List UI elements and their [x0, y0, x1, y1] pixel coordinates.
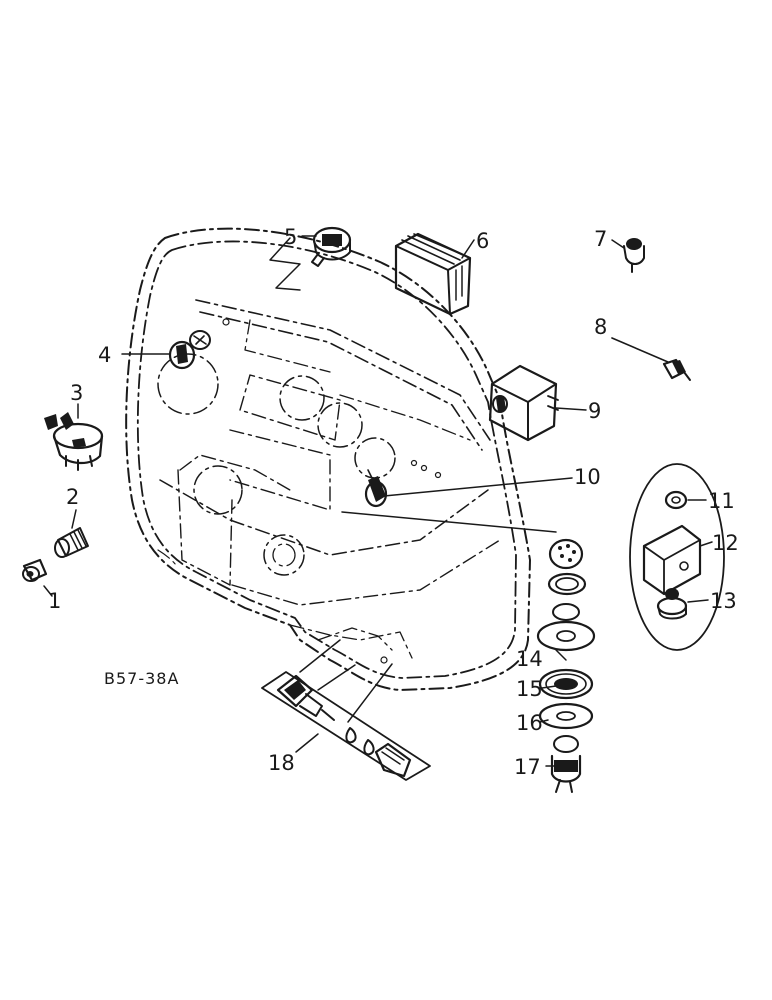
- callout-13: 13: [710, 589, 737, 613]
- callout-2: 2: [66, 485, 79, 509]
- callout-1: 1: [48, 589, 61, 613]
- callout-7: 7: [594, 227, 607, 251]
- callout-6: 6: [476, 229, 489, 253]
- leader-lines: [43, 235, 713, 767]
- detail-group-11-13: [629, 463, 725, 651]
- part-7-indicator: [623, 238, 645, 273]
- callout-10: 10: [574, 465, 601, 489]
- callout-3: 3: [70, 381, 83, 405]
- callout-12: 12: [712, 531, 739, 555]
- callout-5: 5: [284, 225, 297, 249]
- part-1-cap: [22, 558, 48, 582]
- callout-9: 9: [588, 399, 601, 423]
- part-8-sender: [611, 337, 691, 381]
- callout-11: 11: [708, 489, 735, 513]
- callout-15: 15: [516, 677, 543, 701]
- part-9-switch-block: [488, 364, 559, 442]
- callout-labels: 1 2 3 4 5 6 7 8 9 10 11 12 13 14 15 16 1…: [48, 225, 739, 779]
- part-6-module: [394, 232, 472, 316]
- callout-17: 17: [514, 755, 541, 779]
- callout-14: 14: [516, 647, 543, 671]
- part-18-switch-assembly: [261, 639, 431, 781]
- part-3-key-switch: [44, 412, 104, 471]
- callout-18: 18: [268, 751, 295, 775]
- part-4-rotary-switch: [168, 330, 211, 370]
- instrument-panel-outline: [125, 227, 531, 691]
- drawing-reference: B57-38A: [104, 669, 179, 688]
- callout-4: 4: [98, 343, 111, 367]
- part-10-toggle-switch: [364, 469, 388, 508]
- callout-16: 16: [516, 711, 543, 735]
- callout-8: 8: [594, 315, 607, 339]
- part-5-sender: [311, 226, 352, 267]
- lamp-assembly-stack: [341, 511, 596, 793]
- part-2-bulb-socket: [54, 527, 89, 558]
